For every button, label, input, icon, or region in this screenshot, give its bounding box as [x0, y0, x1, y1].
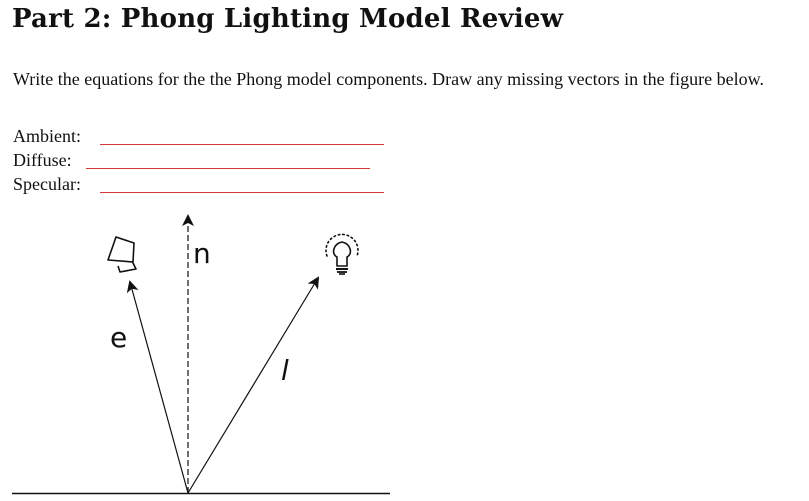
specular-answer-line[interactable]	[100, 192, 384, 193]
ambient-label: Ambient:	[13, 126, 81, 146]
specular-label: Specular:	[13, 174, 81, 194]
normal-label: n	[193, 237, 211, 270]
page-title: Part 2: Phong Lighting Model Review	[12, 4, 564, 34]
phong-vector-figure: n e l	[0, 200, 420, 500]
eye-vector	[126, 280, 189, 494]
diffuse-label: Diffuse:	[13, 150, 72, 170]
ambient-answer-line[interactable]	[100, 144, 384, 145]
light-bulb-icon	[325, 233, 359, 275]
eye-label: e	[110, 321, 127, 354]
light-label: l	[281, 354, 289, 387]
camera-icon	[107, 236, 137, 273]
light-vector	[187, 276, 320, 494]
instructions-text: Write the equations for the the Phong mo…	[13, 69, 764, 89]
diffuse-answer-line[interactable]	[86, 168, 370, 169]
